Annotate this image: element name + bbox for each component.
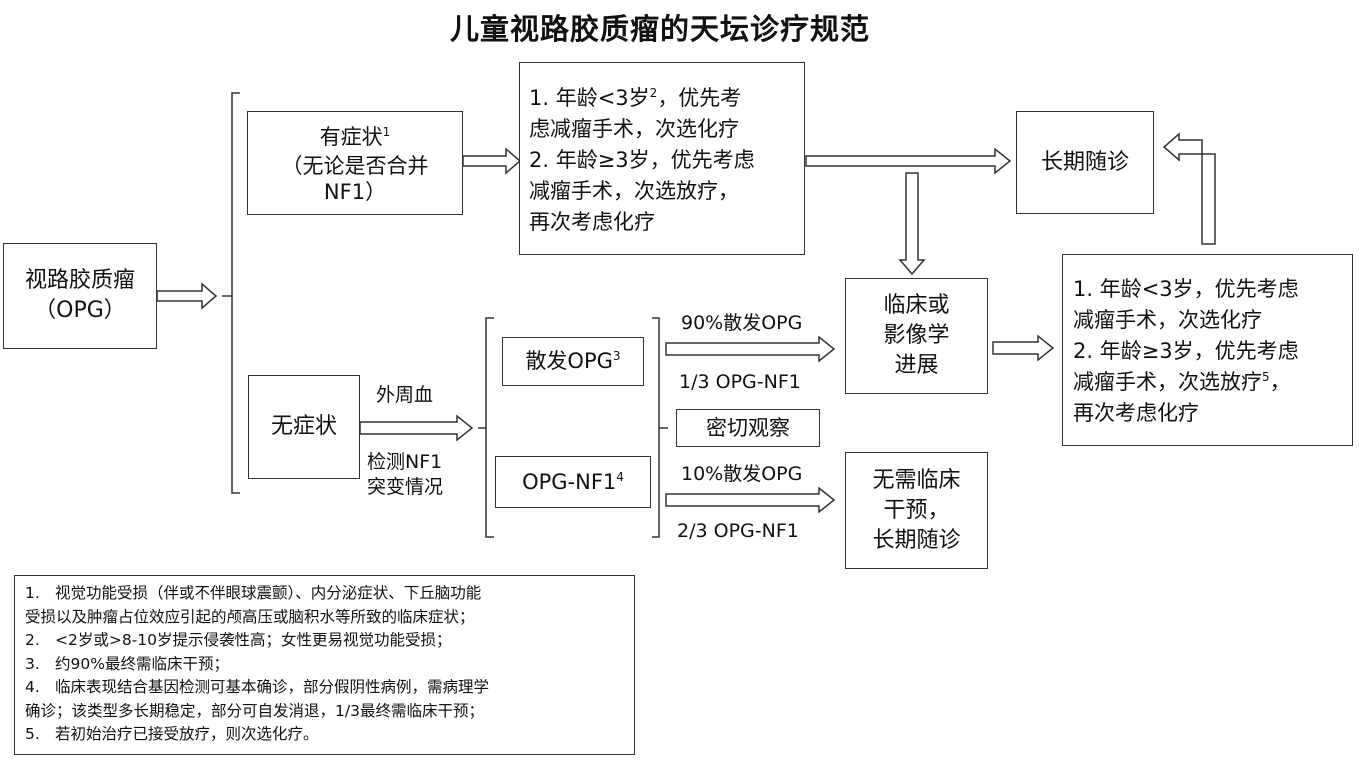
footnote-text: 临床表现结合基因检测可基本确诊，部分假阴性病例，需病理学 bbox=[55, 678, 490, 696]
treatment-top-age-lt3: 1. 年龄<3岁 bbox=[529, 86, 650, 110]
arrow-symptomatic-to-treatment bbox=[462, 147, 522, 175]
symptomatic-footnote-ref: 1 bbox=[382, 124, 391, 139]
footnote-line: 5. 若初始治疗已接受放疗，则次选化疗。 bbox=[25, 723, 626, 747]
opg-nf1-label: OPG-NF1 bbox=[522, 469, 617, 494]
opg-line2: （OPG） bbox=[34, 298, 126, 323]
node-no-intervention: 无需临床 干预， 长期随诊 bbox=[845, 452, 988, 569]
node-opg: 视路胶质瘤 （OPG） bbox=[3, 243, 157, 349]
sporadic-label: 散发OPG bbox=[525, 349, 613, 373]
treatment-right-line1: 1. 年龄<3岁，优先考虑 bbox=[1073, 277, 1299, 301]
node-long-followup: 长期随诊 bbox=[1016, 111, 1154, 214]
footnote-number: 2. bbox=[25, 631, 40, 649]
footnote-number: 4. bbox=[25, 678, 40, 696]
node-close-observation: 密切观察 bbox=[676, 409, 820, 447]
inner-bracket-left bbox=[478, 317, 494, 538]
footnote-text: 约90%最终需临床干预； bbox=[55, 654, 229, 673]
arrow-opg-to-branches bbox=[156, 282, 218, 310]
footnotes-box: 1. 视觉功能受损（伴或不伴眼球震颤）、内分泌症状、下丘脑功能 受损以及肿瘤占位效… bbox=[14, 575, 635, 755]
node-treatment-right: 1. 年龄<3岁，优先考虑 减瘤手术，次选化疗 2. 年龄≥3岁，优先考虑 减瘤… bbox=[1062, 254, 1353, 446]
footnote-text: <2岁或>8-10岁提示侵袭性高；女性更易视觉功能受损； bbox=[55, 631, 452, 649]
node-symptomatic: 有症状1 （无论是否合并 NF1） bbox=[247, 111, 463, 215]
arrow-right-treatment-to-followup bbox=[1162, 132, 1216, 245]
inner-bracket-right bbox=[652, 317, 668, 538]
page-title: 儿童视路胶质瘤的天坛诊疗规范 bbox=[449, 12, 870, 46]
opg-line1: 视路胶质瘤 bbox=[24, 268, 135, 293]
footnote-line: 2. <2岁或>8-10岁提示侵袭性高；女性更易视觉功能受损； bbox=[25, 629, 626, 653]
arrow-asymptomatic-to-test bbox=[359, 414, 474, 442]
label-90-sporadic: 90%散发OPG bbox=[681, 312, 803, 334]
treatment-right-line2: 减瘤手术，次选化疗 bbox=[1073, 308, 1262, 332]
no-intervention-line1: 无需临床 bbox=[872, 467, 961, 493]
label-two-thirds-nf1: 2/3 OPG-NF1 bbox=[677, 520, 799, 542]
progression-line2: 影像学 bbox=[883, 323, 950, 348]
treatment-top-line1-tail: ，优先考 bbox=[657, 86, 742, 110]
treatment-top-line2: 虑减瘤手术，次选化疗 bbox=[529, 117, 739, 141]
label-10-sporadic: 10%散发OPG bbox=[681, 463, 803, 485]
asymptomatic-label: 无症状 bbox=[270, 414, 337, 439]
treatment-right-line4-tail: ， bbox=[1269, 370, 1291, 394]
arrow-to-no-intervention bbox=[665, 486, 836, 514]
footnote-number: 5. bbox=[25, 725, 40, 743]
symptomatic-title: 有症状1 bbox=[320, 122, 391, 153]
symptomatic-label: 有症状 bbox=[319, 124, 383, 149]
label-mutation-status: 突变情况 bbox=[367, 476, 444, 498]
node-progression: 临床或 影像学 进展 bbox=[845, 278, 988, 394]
treatment-top-footnote-ref: 2 bbox=[649, 86, 658, 100]
footnote-number: 3. bbox=[25, 654, 40, 673]
symptomatic-line2: （无论是否合并 bbox=[281, 153, 429, 178]
symptomatic-line3: NF1） bbox=[323, 179, 387, 204]
opg-nf1-title: OPG-NF14 bbox=[522, 467, 624, 498]
arrow-to-progression bbox=[665, 335, 836, 363]
sporadic-title: 散发OPG3 bbox=[525, 346, 620, 377]
treatment-right-line4: 减瘤手术，次选放疗5， bbox=[1073, 367, 1352, 398]
opg-nf1-footnote-ref: 4 bbox=[616, 469, 624, 484]
sporadic-footnote-ref: 3 bbox=[612, 349, 621, 363]
label-peripheral-blood: 外周血 bbox=[376, 384, 434, 406]
arrow-down-to-progression bbox=[898, 172, 926, 276]
footnote-line: 1. 视觉功能受损（伴或不伴眼球震颤）、内分泌症状、下丘脑功能 bbox=[25, 582, 626, 606]
footnote-text: 确诊；该类型多长期稳定，部分可自发消退，1/3最终需临床干预； bbox=[25, 701, 484, 720]
long-followup-label: 长期随诊 bbox=[1040, 149, 1129, 175]
node-treatment-top: 1. 年龄<3岁2，优先考 虑减瘤手术，次选化疗 2. 年龄≥3岁，优先考虑 减… bbox=[519, 62, 805, 255]
footnote-line: 受损以及肿瘤占位效应引起的颅高压或脑积水等所致的临床症状； bbox=[25, 606, 626, 630]
node-asymptomatic: 无症状 bbox=[248, 375, 360, 479]
treatment-right-line3: 2. 年龄≥3岁，优先考虑 bbox=[1073, 339, 1299, 363]
no-intervention-line3: 长期随诊 bbox=[872, 527, 961, 553]
footnote-number: 1. bbox=[25, 584, 40, 602]
node-opg-nf1: OPG-NF14 bbox=[495, 456, 651, 508]
treatment-right-line4-text: 减瘤手术，次选放疗 bbox=[1073, 370, 1262, 394]
close-observation-label: 密切观察 bbox=[706, 415, 790, 440]
treatment-right-line5: 再次考虑化疗 bbox=[1073, 401, 1199, 425]
footnote-text: 视觉功能受损（伴或不伴眼球震颤）、内分泌症状、下丘脑功能 bbox=[55, 584, 482, 602]
node-sporadic-opg: 散发OPG3 bbox=[502, 337, 644, 386]
footnote-line: 确诊；该类型多长期稳定，部分可自发消退，1/3最终需临床干预； bbox=[25, 700, 626, 724]
progression-line1: 临床或 bbox=[883, 293, 950, 318]
treatment-right-footnote-ref: 5 bbox=[1262, 370, 1270, 384]
no-intervention-line2: 干预， bbox=[883, 497, 950, 523]
footnote-text: 若初始治疗已接受放疗，则次选化疗。 bbox=[55, 725, 319, 743]
progression-line3: 进展 bbox=[894, 353, 939, 378]
footnote-line: 4. 临床表现结合基因检测可基本确诊，部分假阴性病例，需病理学 bbox=[25, 676, 626, 700]
treatment-top-line1: 1. 年龄<3岁2，优先考 bbox=[529, 83, 804, 114]
label-third-nf1: 1/3 OPG-NF1 bbox=[679, 371, 801, 393]
arrow-progression-to-treatment bbox=[992, 334, 1055, 362]
treatment-top-line3: 2. 年龄≥3岁，优先考虑 bbox=[529, 148, 755, 172]
treatment-top-line4: 减瘤手术，次选放疗， bbox=[529, 179, 739, 203]
treatment-top-line5: 再次考虑化疗 bbox=[529, 210, 655, 234]
footnote-text: 受损以及肿瘤占位效应引起的颅高压或脑积水等所致的临床症状； bbox=[25, 607, 475, 626]
label-nf1-test: 检测NF1 bbox=[367, 451, 443, 473]
main-bracket bbox=[222, 92, 240, 494]
arrow-treatment-to-followup bbox=[805, 147, 1012, 175]
footnote-line: 3. 约90%最终需临床干预； bbox=[25, 653, 626, 677]
